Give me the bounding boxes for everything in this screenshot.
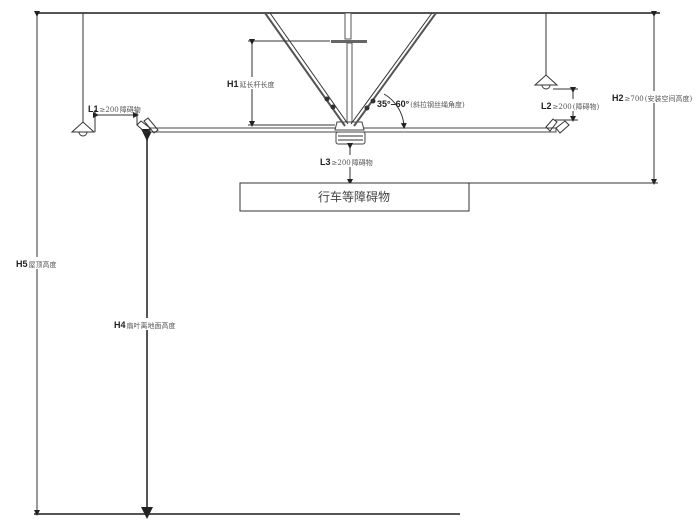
angle-label: 35°–60°(斜拉钢丝绳角度) <box>377 99 465 109</box>
h5-label: H5屋顶高度 <box>16 259 57 269</box>
l1-label: L1≥200≥200障碍物 <box>88 104 141 114</box>
h1-label: H1延长杆长度 <box>227 79 275 89</box>
l2-label: L2≥200(障碍物) <box>541 101 599 111</box>
right-lamp <box>533 13 559 90</box>
left-lamp <box>70 13 96 137</box>
guy-wires <box>264 12 437 127</box>
l3-label: L3≥200障碍物 <box>320 157 373 167</box>
obstacle-box-label: 行车等障碍物 <box>318 189 390 204</box>
fan-motor <box>334 121 366 145</box>
obstacle-box <box>239 182 470 212</box>
h2-label: H2≥700(安装空间高度) <box>612 93 692 103</box>
angle-arc <box>383 93 407 129</box>
h4-label: H4扇叶离地面高度 <box>114 320 176 330</box>
